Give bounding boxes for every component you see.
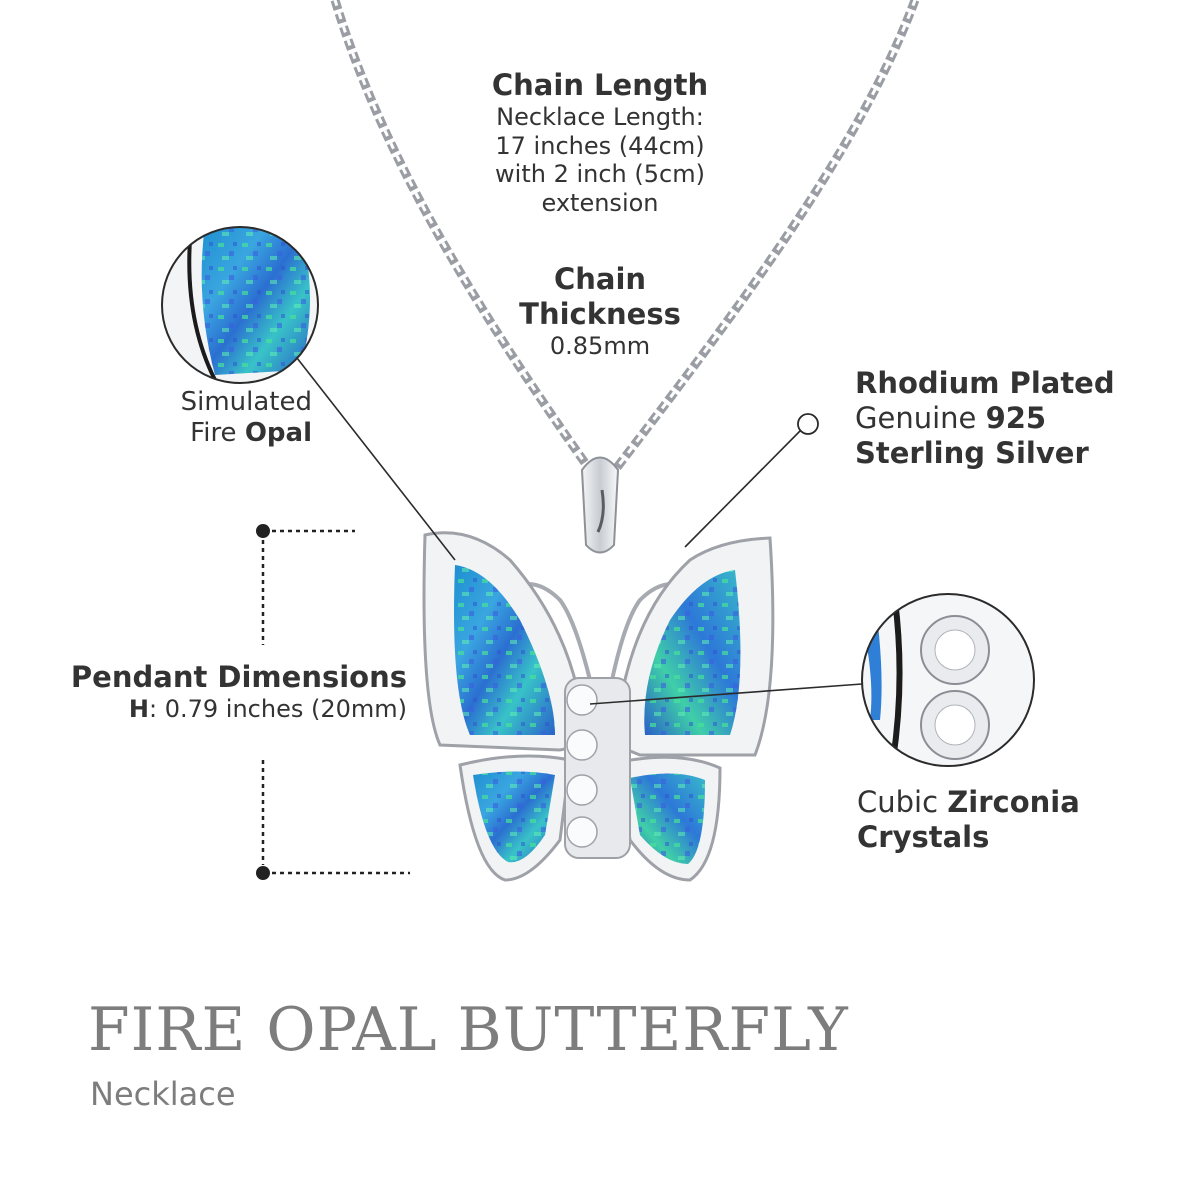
product-title: FIRE OPAL BUTTERFLY <box>88 995 849 1065</box>
dimension-top-dot-icon <box>256 524 270 538</box>
dimensions-value: : 0.79 inches (20mm) <box>149 694 407 723</box>
chain-left <box>330 0 594 473</box>
chain-thickness-heading: Chain <box>553 262 647 296</box>
plating-line-2: Genuine <box>855 400 986 435</box>
crystals-line-2: Crystals <box>857 819 990 854</box>
crystals-line-1: Cubic <box>857 785 948 819</box>
chain-length-block: Chain Length Necklace Length: 17 inches … <box>460 68 740 218</box>
dimensions-label: H <box>128 694 149 723</box>
crystal-leader-line <box>589 683 863 705</box>
dimension-indicator <box>256 524 410 880</box>
product-subtitle: Necklace <box>90 1075 236 1113</box>
plating-line-1: Rhodium Plated <box>855 366 1115 400</box>
dimension-bottom-dot-icon <box>256 866 270 880</box>
stone-type: Opal <box>244 418 312 449</box>
plating-line-3: Sterling Silver <box>855 435 1089 470</box>
plating-leader-line <box>684 430 801 548</box>
chain-thickness-value: 0.85mm <box>549 331 651 360</box>
stone-block: Simulated Fire Opal <box>120 387 312 449</box>
crystal-detail-inset <box>861 593 1035 767</box>
chain-length-line: 17 inches (44cm) <box>495 131 705 160</box>
crystals-block: Cubic Zirconia Crystals <box>857 785 1080 855</box>
plating-marker-icon <box>797 413 819 435</box>
opal-detail-inset <box>161 226 319 384</box>
crystals-type: Zirconia <box>947 785 1080 819</box>
chain-length-line: with 2 inch (5cm) <box>495 160 705 189</box>
chain-right <box>611 0 920 473</box>
stone-line-2: Fire <box>190 418 245 449</box>
dimensions-heading: Pendant Dimensions <box>70 660 407 694</box>
dimensions-block: Pendant Dimensions H: 0.79 inches (20mm) <box>40 660 407 724</box>
chain-thickness-block: Chain Thickness 0.85mm <box>490 262 710 360</box>
chain-length-line: extension <box>541 189 659 218</box>
chain-length-heading: Chain Length <box>491 68 709 102</box>
stone-line-1: Simulated <box>180 387 312 417</box>
opal-leader-line <box>296 357 456 561</box>
plating-block: Rhodium Plated Genuine 925 Sterling Silv… <box>855 366 1115 470</box>
plating-purity: 925 <box>985 400 1047 435</box>
chain-thickness-heading: Thickness <box>519 296 681 331</box>
chain-length-line: Necklace Length: <box>496 102 704 131</box>
pendant-bail <box>580 456 620 554</box>
butterfly-pendant <box>422 531 775 882</box>
